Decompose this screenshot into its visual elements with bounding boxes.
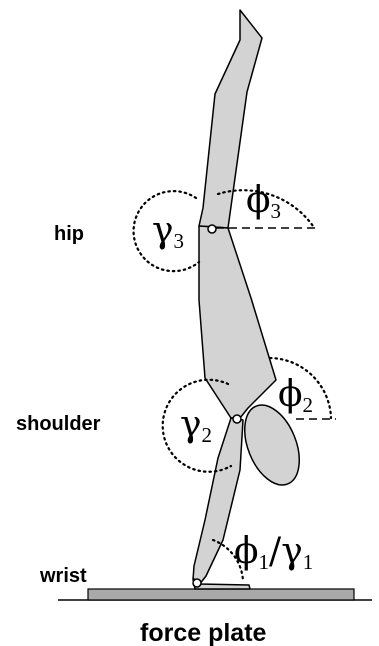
- shoulder-joint-marker: [233, 415, 241, 423]
- phi1-gamma1-label: ϕ1/γ1: [234, 531, 313, 574]
- shoulder-label: shoulder: [16, 413, 101, 435]
- hip-label: hip: [54, 223, 84, 245]
- hip-joint-marker: [208, 225, 216, 233]
- trunk-segment: [199, 226, 276, 418]
- gamma3-label: γ3: [152, 210, 184, 253]
- wrist-label: wrist: [39, 565, 87, 587]
- gymnast-figure: [193, 10, 310, 589]
- force-plate: [88, 589, 354, 600]
- force-plate-label: force plate: [140, 619, 267, 646]
- phi3-label: ϕ3: [246, 180, 281, 223]
- phi2-label: ϕ2: [278, 374, 313, 417]
- wrist-joint-marker: [193, 579, 201, 587]
- gamma2-label: γ2: [180, 404, 212, 447]
